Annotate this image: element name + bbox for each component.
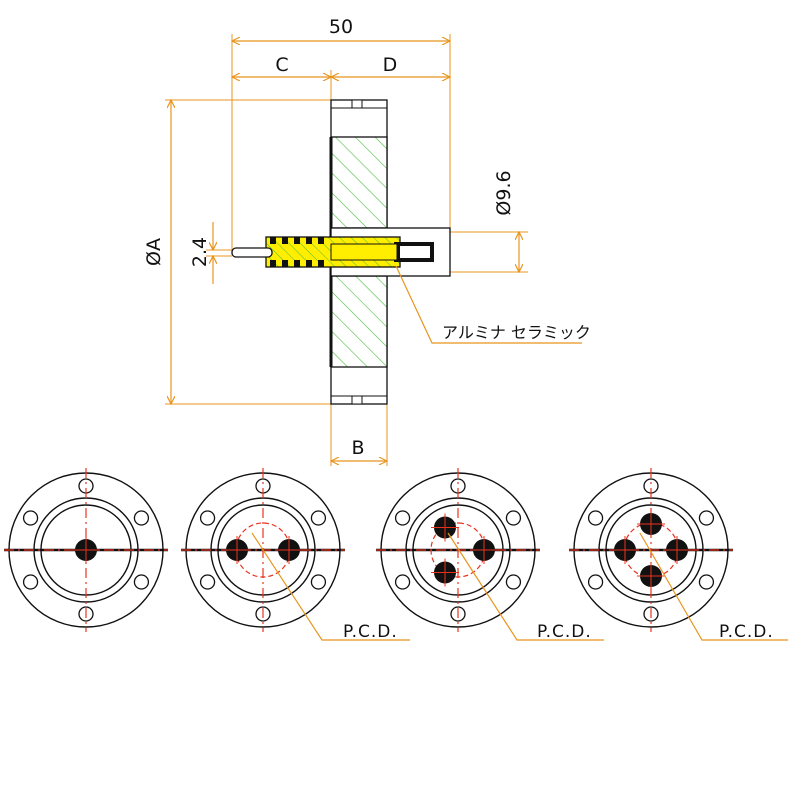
bolt-hole	[587, 574, 604, 590]
bolt-hole	[310, 510, 327, 526]
d-dimension-label: D	[383, 54, 398, 76]
bolt-hole	[133, 574, 150, 590]
c-dimension-label: C	[275, 54, 288, 76]
bolt-hole	[505, 574, 522, 590]
front-views	[4, 468, 733, 632]
flange-thickness-label: B	[351, 437, 364, 459]
bolt-hole	[199, 510, 216, 526]
insulator-material-label: アルミナ セラミック	[442, 323, 591, 342]
pcd-leaders	[251, 532, 788, 641]
pcd-label-2pin: P.C.D.	[343, 622, 398, 642]
flange-front-view-3pin	[376, 468, 540, 632]
flange-front-view-4pin	[569, 468, 733, 632]
side-view	[165, 34, 582, 466]
bolt-hole	[22, 510, 39, 526]
sleeve-diameter-label: Ø9.6	[493, 170, 515, 215]
bolt-hole	[587, 510, 604, 526]
overall-length-label: 50	[329, 16, 353, 38]
flange-diameter-label: ØA	[143, 238, 165, 266]
pcd-label-4pin: P.C.D.	[719, 622, 774, 642]
insulator-ribs	[270, 237, 324, 267]
bolt-hole	[394, 574, 411, 590]
bolt-hole	[199, 574, 216, 590]
pcd-label-3pin: P.C.D.	[537, 622, 592, 642]
feedthrough-sleeve	[231, 227, 451, 277]
contact-pin	[231, 247, 273, 258]
bolt-hole	[310, 574, 327, 590]
bolt-hole	[698, 510, 715, 526]
pin-diameter-label: 2.4	[189, 237, 211, 267]
ceramic-leader	[395, 265, 582, 344]
bolt-hole	[22, 574, 39, 590]
dimension-lines	[171, 41, 519, 461]
bolt-hole	[698, 574, 715, 590]
flange-front-view-1pin	[4, 468, 168, 632]
bolt-hole	[505, 510, 522, 526]
bolt-hole	[394, 510, 411, 526]
center-conductor	[330, 243, 398, 261]
bolt-hole	[133, 510, 150, 526]
